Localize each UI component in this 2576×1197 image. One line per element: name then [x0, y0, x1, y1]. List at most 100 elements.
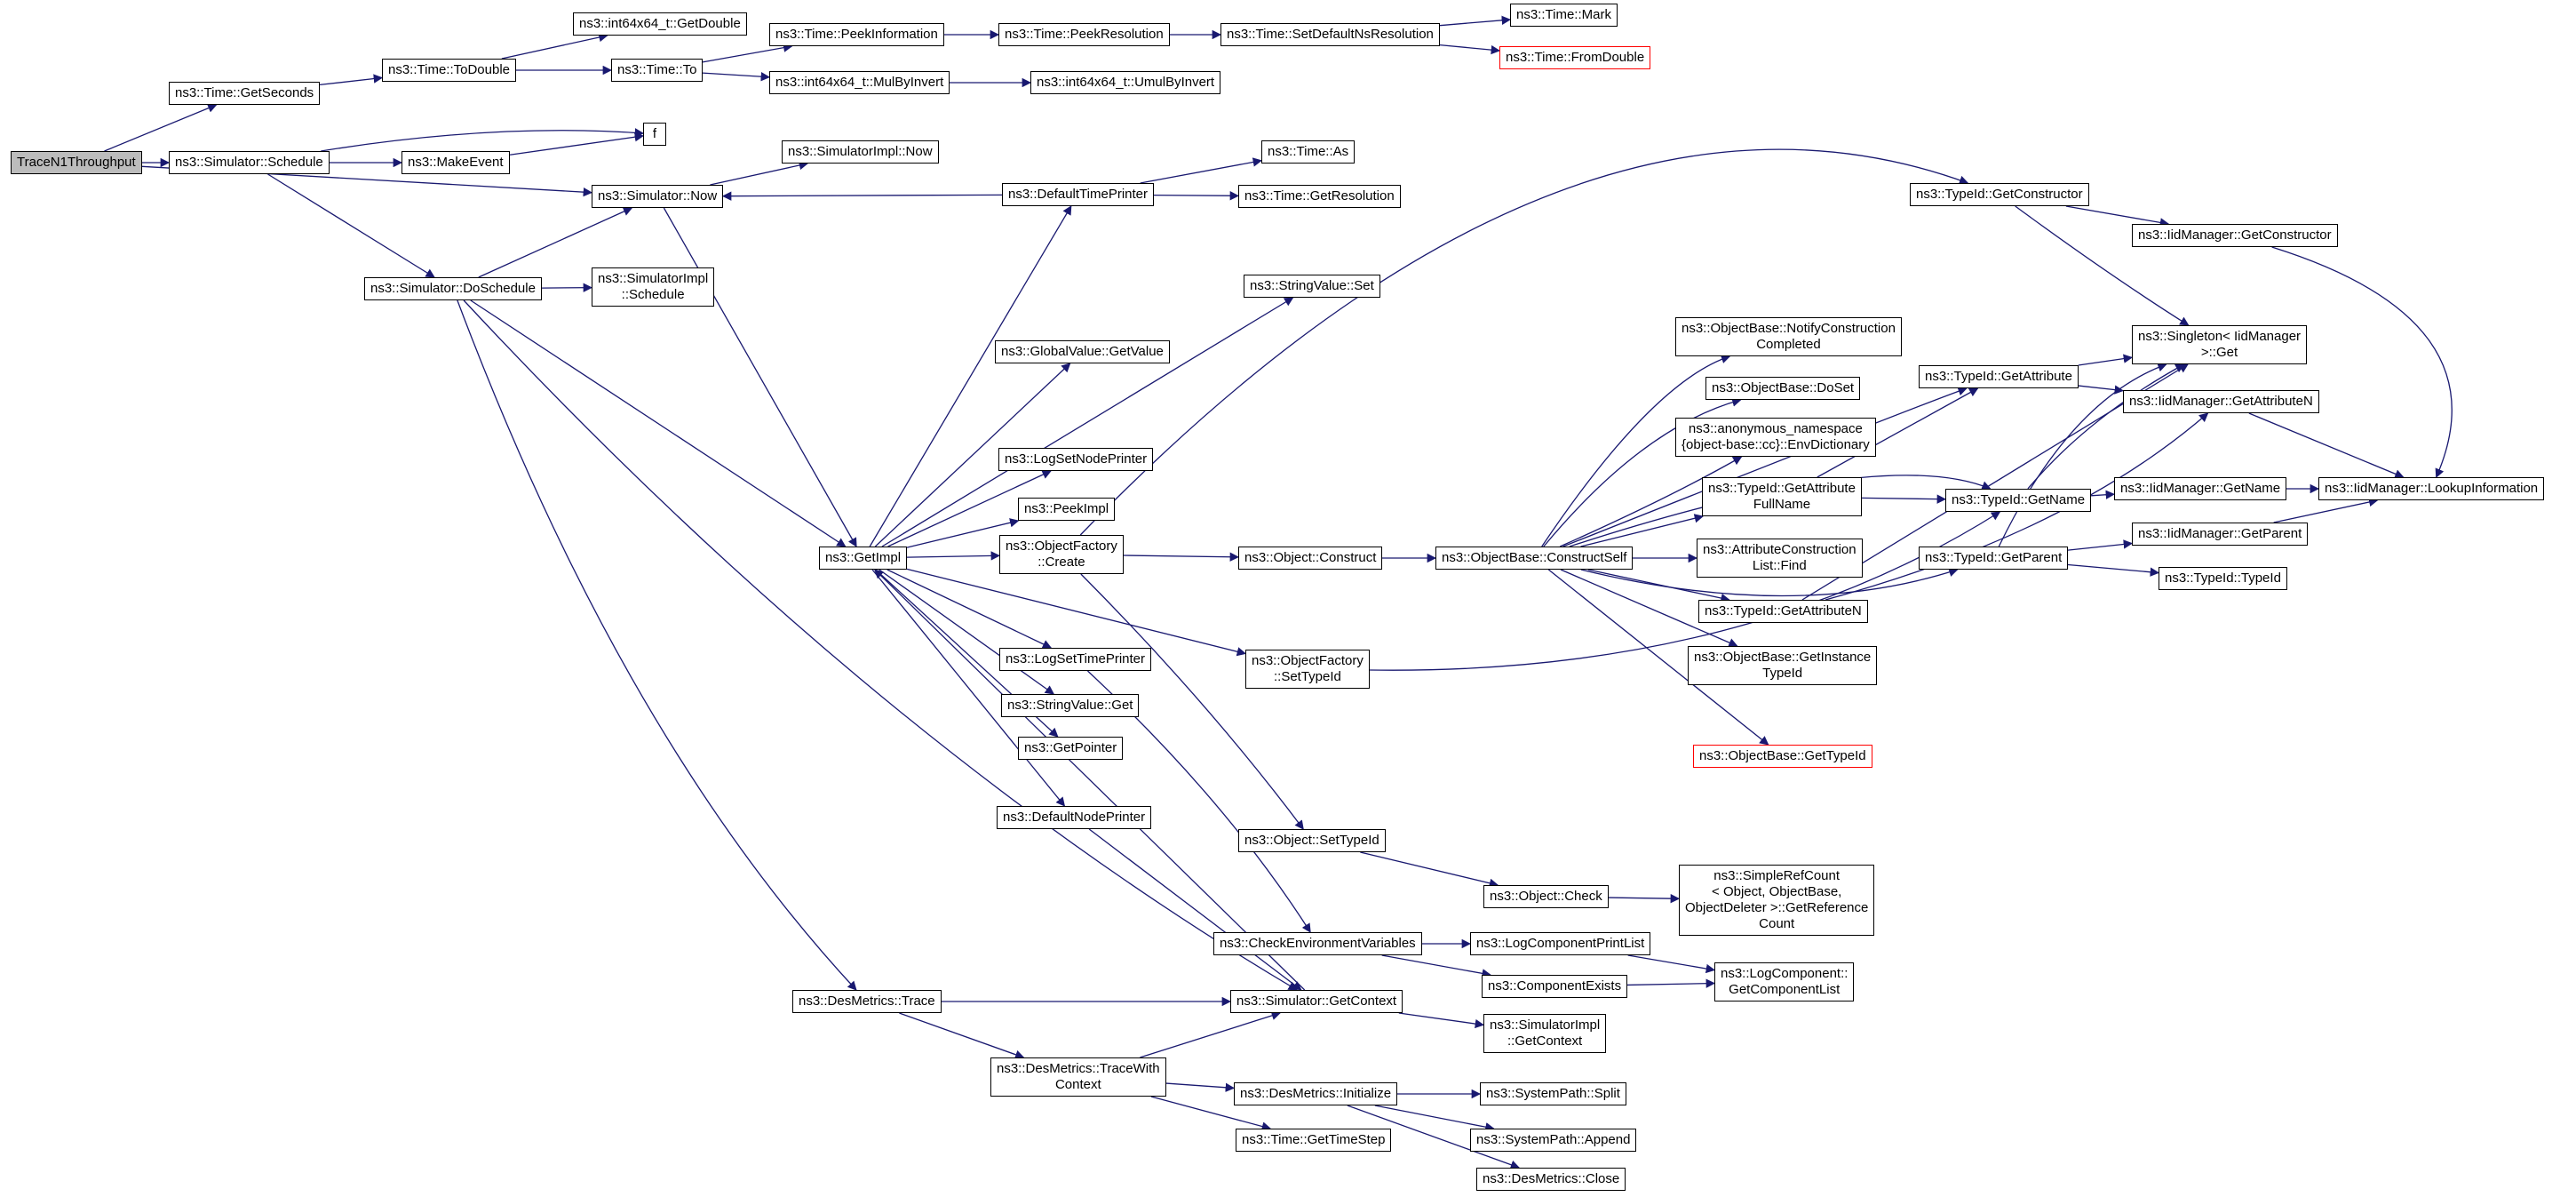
call-edge-tracewithcontext--desmetricsinit [1165, 1082, 1236, 1092]
graph-node-doset[interactable]: ns3::ObjectBase::DoSet [1705, 377, 1861, 400]
graph-node-peekimpl[interactable]: ns3::PeekImpl [1018, 498, 1116, 521]
node-label-line: ns3::AttributeConstruction [1703, 542, 1856, 557]
node-label-line: Context [1054, 1077, 1101, 1092]
graph-node-gvgetvalue[interactable]: ns3::GlobalValue::GetValue [995, 340, 1170, 363]
graph-node-tidgetparent[interactable]: ns3::TypeId::GetParent [1919, 547, 2069, 570]
graph-node-logcomponentprintlist[interactable]: ns3::LogComponentPrintList [1470, 932, 1651, 955]
graph-node-tidgetattr[interactable]: ns3::TypeId::GetAttribute [1919, 365, 2079, 388]
graph-node-getpointer[interactable]: ns3::GetPointer [1018, 737, 1124, 760]
graph-node-simgetcontext[interactable]: ns3::Simulator::GetContext [1230, 990, 1403, 1013]
graph-node-simimplnow[interactable]: ns3::SimulatorImpl::Now [782, 140, 939, 164]
graph-node-mulbyinvert[interactable]: ns3::int64x64_t::MulByInvert [769, 71, 950, 94]
graph-node-tidtypeid[interactable]: ns3::TypeId::TypeId [2159, 567, 2287, 590]
graph-node-iidgetparent[interactable]: ns3::IidManager::GetParent [2132, 523, 2309, 546]
node-label-line: ns3::StringValue::Get [1007, 698, 1133, 713]
call-edge-doschedule--simgetcontext [463, 299, 1298, 991]
graph-node-objfactorycreate[interactable]: ns3::ObjectFactory::Create [999, 535, 1124, 574]
graph-node-mark[interactable]: ns3::Time::Mark [1510, 4, 1618, 27]
node-label-line: ns3::TypeId::GetAttribute [1708, 481, 1856, 496]
node-label-line: GetComponentList [1729, 982, 1841, 997]
graph-node-timegettimestep[interactable]: ns3::Time::GetTimeStep [1236, 1129, 1392, 1152]
graph-node-svset[interactable]: ns3::StringValue::Set [1244, 275, 1380, 298]
graph-node-f[interactable]: f [643, 123, 666, 146]
graph-node-getseconds[interactable]: ns3::Time::GetSeconds [169, 82, 321, 105]
graph-node-peekinfo[interactable]: ns3::Time::PeekInformation [769, 23, 944, 46]
call-edge-doschedule--simnow [478, 207, 633, 278]
graph-node-schedule[interactable]: ns3::Simulator::Schedule [169, 151, 330, 174]
graph-node-desmetricsinit[interactable]: ns3::DesMetrics::Initialize [1234, 1082, 1398, 1105]
graph-node-tidgetattrn[interactable]: ns3::TypeId::GetAttributeN [1698, 600, 1868, 623]
graph-node-doschedule[interactable]: ns3::Simulator::DoSchedule [364, 277, 542, 300]
call-edge-todouble--getdouble [501, 32, 608, 60]
call-edge-checkenv--componentexists [1381, 954, 1491, 978]
call-edge-tidgetattr--iidgetattrn [2078, 385, 2125, 395]
graph-node-logsettimeprinter[interactable]: ns3::LogSetTimePrinter [999, 648, 1152, 671]
graph-node-simnow[interactable]: ns3::Simulator::Now [592, 185, 724, 208]
graph-node-gettypeid[interactable]: ns3::ObjectBase::GetTypeId [1693, 745, 1872, 768]
graph-node-desmetricstrace[interactable]: ns3::DesMetrics::Trace [792, 990, 942, 1013]
graph-node-umulbyinvert[interactable]: ns3::int64x64_t::UmulByInvert [1030, 71, 1221, 94]
node-label-line: ns3::DefaultTimePrinter [1008, 187, 1149, 202]
call-edge-constructself--tidgetattrn [1587, 569, 1730, 603]
graph-node-logsetnodeprinter[interactable]: ns3::LogSetNodePrinter [998, 448, 1154, 471]
node-label-line: ns3::Time::As [1268, 144, 1349, 159]
graph-node-systempathappend[interactable]: ns3::SystemPath::Append [1470, 1129, 1637, 1152]
graph-node-singletonget[interactable]: ns3::Singleton< IidManager>::Get [2132, 325, 2308, 364]
graph-node-fromdouble[interactable]: ns3::Time::FromDouble [1499, 46, 1651, 69]
graph-node-constructself[interactable]: ns3::ObjectBase::ConstructSelf [1435, 547, 1634, 570]
graph-node-peekres[interactable]: ns3::Time::PeekResolution [998, 23, 1170, 46]
graph-node-desmetricsclose[interactable]: ns3::DesMetrics::Close [1476, 1168, 1626, 1191]
graph-node-getrefcount[interactable]: ns3::SimpleRefCount< Object, ObjectBase,… [1679, 865, 1875, 936]
graph-node-simimplschedule[interactable]: ns3::SimulatorImpl::Schedule [592, 267, 715, 307]
call-edge-tidgetparent--tidtypeid [2067, 563, 2160, 577]
graph-node-checkenv[interactable]: ns3::CheckEnvironmentVariables [1213, 932, 1422, 955]
graph-node-iidgetname[interactable]: ns3::IidManager::GetName [2114, 477, 2287, 500]
graph-node-componentexists[interactable]: ns3::ComponentExists [1482, 975, 1628, 998]
node-label-line: ns3::ObjectBase::GetTypeId [1699, 748, 1866, 763]
call-edge-doschedule--desmetricstrace [457, 299, 857, 991]
graph-node-objfactorysettypeid[interactable]: ns3::ObjectFactory::SetTypeId [1245, 650, 1370, 689]
graph-node-to[interactable]: ns3::Time::To [611, 59, 704, 82]
graph-node-objectcheck[interactable]: ns3::Object::Check [1483, 885, 1609, 908]
call-edge-getimpl--gvgetvalue [874, 363, 1071, 547]
graph-node-systempathsplit[interactable]: ns3::SystemPath::Split [1480, 1082, 1626, 1105]
call-edge-desmetricsinit--systempathappend [1374, 1105, 1495, 1132]
node-label-line: Completed [1756, 337, 1821, 352]
node-label-line: ns3::ObjectBase::ConstructSelf [1442, 550, 1627, 565]
graph-node-getimpl[interactable]: ns3::GetImpl [819, 547, 908, 570]
graph-node-iidgetctor[interactable]: ns3::IidManager::GetConstructor [2132, 224, 2338, 247]
call-edge-objfactorycreate--tidgetctor [1079, 148, 1969, 536]
graph-node-objectconstruct[interactable]: ns3::Object::Construct [1238, 547, 1383, 570]
graph-node-svget[interactable]: ns3::StringValue::Get [1001, 694, 1140, 717]
graph-node-tidgetctor[interactable]: ns3::TypeId::GetConstructor [1910, 183, 2089, 206]
graph-node-getcomponentlist[interactable]: ns3::LogComponent::GetComponentList [1714, 962, 1855, 1001]
graph-node-getresolution[interactable]: ns3::Time::GetResolution [1238, 185, 1401, 208]
graph-node-simimplgetcontext[interactable]: ns3::SimulatorImpl::GetContext [1483, 1014, 1607, 1053]
graph-node-todouble[interactable]: ns3::Time::ToDouble [382, 59, 517, 82]
graph-node-envdict[interactable]: ns3::anonymous_namespace{object-base::cc… [1675, 418, 1876, 457]
graph-node-trace[interactable]: TraceN1Throughput [11, 151, 142, 174]
graph-node-iidgetattrn[interactable]: ns3::IidManager::GetAttributeN [2123, 390, 2319, 413]
graph-node-tidgetname[interactable]: ns3::TypeId::GetName [1945, 489, 2092, 512]
node-label-line: ns3::Simulator::GetContext [1236, 994, 1397, 1009]
graph-node-setdefaultns[interactable]: ns3::Time::SetDefaultNsResolution [1220, 23, 1440, 46]
node-label-line: ns3::GetPointer [1024, 740, 1117, 755]
graph-node-defaultnodeprinter[interactable]: ns3::DefaultNodePrinter [997, 806, 1152, 829]
graph-node-lookupinfo[interactable]: ns3::IidManager::LookupInformation [2318, 477, 2545, 500]
graph-node-defaulttimeprinter[interactable]: ns3::DefaultTimePrinter [1002, 183, 1155, 206]
call-edge-getimpl--peekimpl [906, 518, 1020, 548]
call-edge-getimpl--objfactorycreate [906, 551, 1001, 561]
graph-node-timeas[interactable]: ns3::Time::As [1261, 140, 1356, 164]
graph-node-getdouble[interactable]: ns3::int64x64_t::GetDouble [573, 12, 747, 36]
node-label-line: ns3::LogSetTimePrinter [1006, 651, 1146, 666]
node-label-line: ObjectDeleter >::GetReference [1685, 900, 1869, 915]
graph-node-objectsettypeid[interactable]: ns3::Object::SetTypeId [1238, 829, 1386, 852]
graph-node-makeevent[interactable]: ns3::MakeEvent [402, 151, 510, 174]
